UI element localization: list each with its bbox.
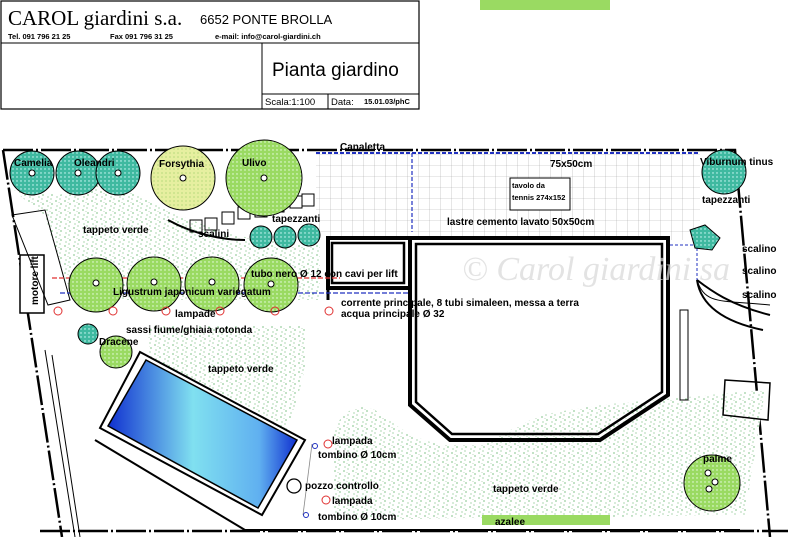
table-tennis [509, 177, 571, 211]
label-table-tennis-2: tennis 274x152 [512, 193, 565, 202]
lawn-middle [148, 326, 305, 440]
title-block: CAROL giardini s.a. 6652 PONTE BROLLA Te… [0, 0, 420, 110]
label-canaletta: Canaletta [340, 142, 385, 153]
label-paving: lastre cemento lavato 50x50cm [447, 217, 594, 228]
shrub-small [77, 323, 99, 345]
tree-trunks [28, 169, 719, 493]
shrub-tapezzanti-1 [249, 225, 273, 249]
trees [9, 139, 747, 512]
label-tappeto-verde-3: tappeto verde [493, 484, 559, 495]
azalee-bed [480, 0, 610, 10]
shrub-tapezzanti-2 [273, 225, 297, 249]
swimming-pool [94, 350, 740, 531]
company-location: 6652 PONTE BROLLA [200, 12, 333, 27]
lawn-bottom [331, 390, 765, 520]
court-structure [326, 236, 670, 442]
label-tombino-1: tombino Ø 10cm [318, 450, 396, 461]
lamps [53, 306, 334, 518]
company-name: CAROL giardini s.a. [8, 6, 182, 30]
label-viburnum: Viburnum tinus [700, 157, 774, 168]
lift-shaft [11, 209, 71, 306]
label-table-tennis-1: tavolo da [512, 181, 546, 190]
drawing-title: Pianta giardino [272, 60, 399, 81]
label-azalee: azalee [495, 517, 525, 528]
label-camelia: Camelia [14, 158, 53, 169]
label-scalini: scalini [198, 229, 229, 240]
paved-area [316, 152, 700, 240]
label-corrente: corrente principale, 8 tubi simaleen, me… [341, 298, 579, 309]
date-value: 15.01.03/phC [364, 97, 410, 106]
scale: Scala:1:100 [265, 97, 315, 108]
label-tapezzanti-right: tapezzanti [702, 195, 751, 206]
plan-labels: Canaletta 75x50cm tavolo da tennis 274x1… [14, 142, 776, 528]
shrub-tapezzanti-right [689, 224, 721, 251]
watermark: © Carol giardini sa [462, 251, 730, 288]
label-pozzo: pozzo controllo [305, 481, 379, 492]
label-ligustrum: Ligustrum japonicum variegatum [113, 287, 271, 298]
label-ulivo: Ulivo [242, 158, 266, 169]
company-fax: Fax 091 796 31 25 [110, 32, 173, 41]
label-lampada-1: lampada [332, 436, 373, 447]
pozzo-controllo-marker [286, 478, 302, 494]
tree-viburnum [701, 149, 747, 195]
label-acqua: acqua principale Ø 32 [341, 309, 445, 320]
label-tile-size: 75x50cm [550, 159, 592, 170]
company-tel: Tel. 091 796 21 25 [8, 32, 70, 41]
label-tappeto-verde-2: tappeto verde [208, 364, 274, 375]
date-label: Data: [331, 97, 354, 108]
azalee-bed-fill [482, 515, 610, 525]
label-tubo-nero: tubo nero Ø 12 con cavi per lift [251, 269, 398, 280]
label-dracene: Dracene [99, 337, 139, 348]
shrub-tapezzanti-3 [297, 223, 321, 247]
label-lampade: lampade [175, 309, 216, 320]
label-tappeto-verde-1: tappeto verde [83, 225, 149, 236]
label-lampada-2: lampada [332, 496, 373, 507]
label-tapezzanti-left: tapezzanti [272, 214, 321, 225]
label-scalino-2: scalino [742, 266, 776, 277]
label-sassi: sassi fiume/ghiaia rotonda [126, 325, 253, 336]
label-scalino-3: scalino [742, 290, 776, 301]
label-motore-lift: motore lift [30, 255, 41, 305]
label-tombino-2: tombino Ø 10cm [318, 512, 396, 523]
label-oleandri: Oleandri [74, 158, 115, 169]
steps-right [679, 279, 771, 421]
company-email: e-mail: info@carol-giardini.ch [215, 32, 321, 41]
label-forsythia: Forsythia [159, 159, 204, 170]
label-palme: palme [703, 454, 732, 465]
tree-dracene [99, 335, 133, 369]
label-scalino-1: scalino [742, 244, 776, 255]
